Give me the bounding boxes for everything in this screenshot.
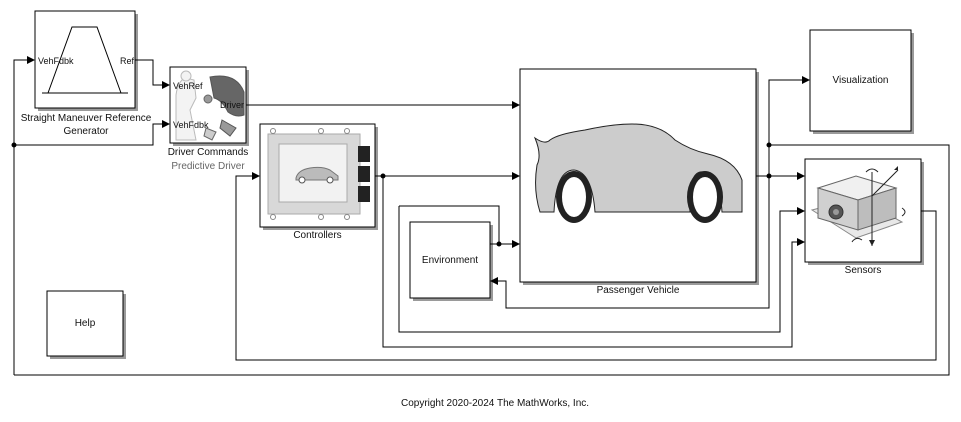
vehicle-block-label: Passenger Vehicle — [596, 285, 680, 296]
driver-port-out-label: Driver — [220, 100, 244, 110]
driver-block-sublabel: Predictive Driver — [171, 161, 245, 172]
environment-block-text: Environment — [421, 255, 479, 266]
visualization-block[interactable] — [809, 29, 912, 132]
signal-lines — [11, 56, 950, 376]
ref-profile-trapezoid — [47, 26, 122, 94]
block-shadows — [38, 14, 924, 359]
car-wheels-icon — [556, 171, 723, 223]
driver-port-vehfdbk-label: VehFdbk — [173, 120, 209, 130]
driver-port-vehref-label: VehRef — [173, 81, 203, 91]
car-chip-icon — [295, 166, 339, 181]
driver-block[interactable] — [169, 66, 247, 144]
copyright-text: Copyright 2020-2024 The MathWorks, Inc. — [400, 398, 590, 409]
ref-gen-port-in-label: VehFdbk — [38, 56, 74, 66]
visualization-block-text: Visualization — [832, 75, 889, 86]
ref-gen-port-out-label: Ref — [119, 56, 134, 66]
sensor-cube-icon — [810, 166, 906, 246]
environment-block[interactable] — [409, 221, 491, 299]
ecu-connector-icon — [358, 146, 370, 202]
ref-gen-label-line2: Generator — [63, 126, 109, 137]
ref-gen-label-line1: Straight Maneuver Reference — [20, 113, 152, 124]
controllers-block-label: Controllers — [293, 230, 342, 241]
help-block[interactable] — [46, 290, 124, 357]
sensors-block[interactable] — [804, 158, 922, 263]
driver-figure-icon — [175, 70, 245, 141]
driver-block-label: Driver Commands — [167, 147, 249, 158]
sensors-block-label: Sensors — [844, 265, 882, 276]
controllers-block[interactable] — [259, 123, 376, 228]
vehicle-block[interactable] — [519, 68, 757, 283]
ecu-mount-holes — [270, 128, 350, 220]
ref-generator-block[interactable] — [34, 10, 140, 109]
help-block-text: Help — [74, 318, 96, 329]
